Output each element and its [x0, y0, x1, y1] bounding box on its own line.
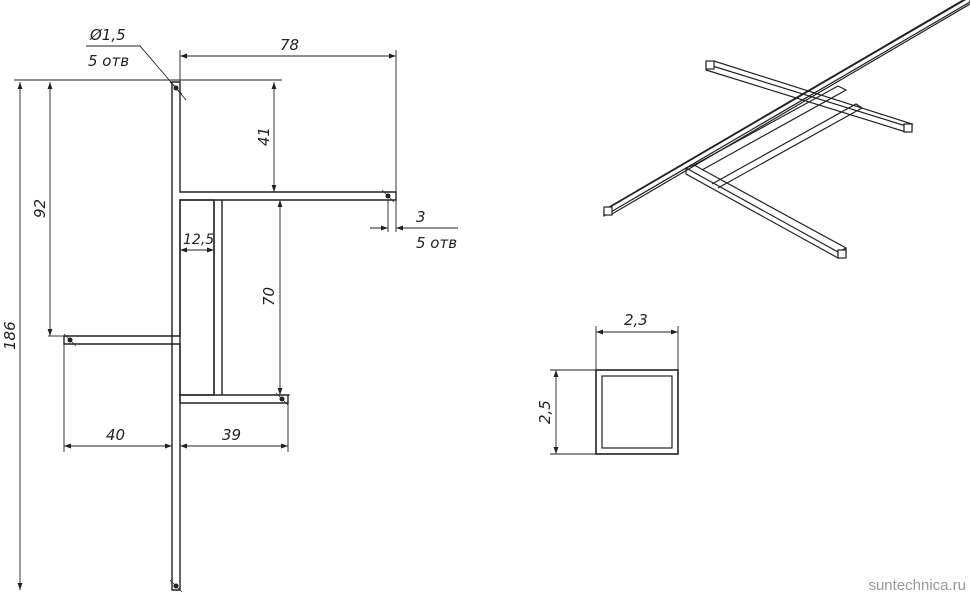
label-186: 186 [1, 321, 19, 350]
lower-right-arm [179, 394, 289, 404]
section-inner [601, 375, 673, 449]
inner-right-post [213, 200, 223, 395]
label-section-height: 2,5 [536, 400, 554, 424]
label-hole-count-top: 5 отв [88, 52, 129, 70]
label-3: 3 [416, 208, 426, 226]
inner-left-frame [179, 199, 215, 396]
hole-leader [86, 45, 177, 89]
label-hole-diameter: Ø1,5 [89, 26, 126, 44]
left-arm [63, 335, 173, 345]
iso-upper-cross [705, 60, 914, 133]
front-dimensions [14, 45, 458, 593]
section-outer [595, 369, 679, 455]
label-70: 70 [260, 287, 278, 306]
label-12-5: 12,5 [183, 232, 214, 248]
iso-main-bar [603, 0, 970, 218]
watermark-text: suntechnica.ru [868, 577, 966, 594]
label-hole-count-right: 5 отв [416, 234, 457, 252]
front-dimension-labels: Ø1,5 5 отв 78 41 92 186 12,5 70 3 5 отв … [1, 26, 457, 444]
label-39: 39 [222, 426, 241, 444]
section-dimension-labels: 2,3 2,5 [536, 311, 648, 424]
lower-vertical [171, 343, 181, 591]
label-40: 40 [106, 426, 125, 444]
isometric-view [603, 0, 970, 260]
label-78: 78 [280, 36, 299, 54]
frame-outline [171, 81, 397, 337]
section-view [550, 326, 679, 455]
iso-inner-bars [693, 85, 864, 189]
label-92: 92 [31, 199, 49, 218]
label-41: 41 [255, 127, 273, 146]
label-section-width: 2,3 [624, 311, 648, 329]
front-view [63, 81, 397, 591]
iso-lower-cross [685, 164, 848, 260]
